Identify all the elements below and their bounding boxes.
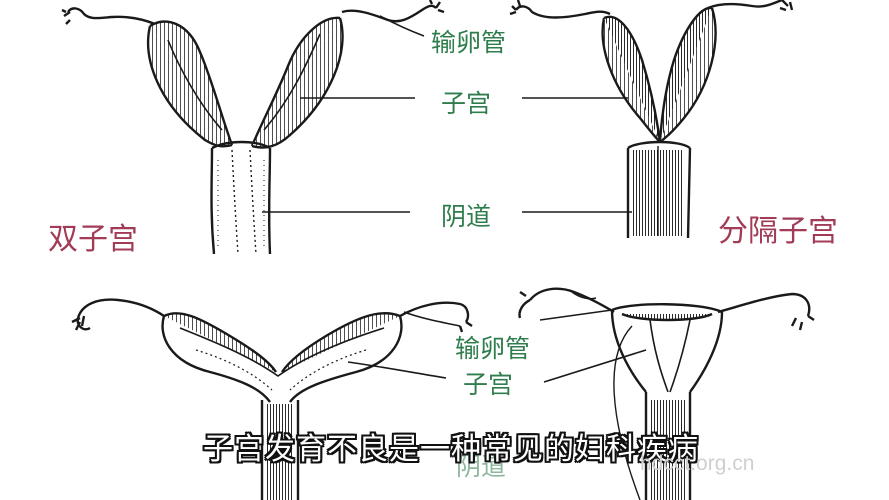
label-fallopian-tube-bottom: 输卵管 [455,334,531,363]
video-subtitle: 子宫发育不良是一种常见的妇科疾病 [203,432,699,467]
label-fallopian-tube-top: 输卵管 [431,28,507,57]
label-vagina-top: 阴道 [441,202,492,231]
label-septate-uterus: 分隔子宫 [718,214,838,249]
watermark: hdcct.org.cn [640,452,755,475]
double-uterus-drawing [61,0,445,255]
label-uterus-bottom: 子宫 [463,370,514,399]
arcuate-uterus-drawing [71,298,473,500]
label-double-uterus: 双子宫 [48,222,138,257]
normal-uterus-drawing [518,287,815,500]
label-vagina-bottom: 阴道 [456,452,507,481]
septate-uterus-drawing [509,0,794,239]
label-uterus-top: 子宫 [441,89,492,118]
